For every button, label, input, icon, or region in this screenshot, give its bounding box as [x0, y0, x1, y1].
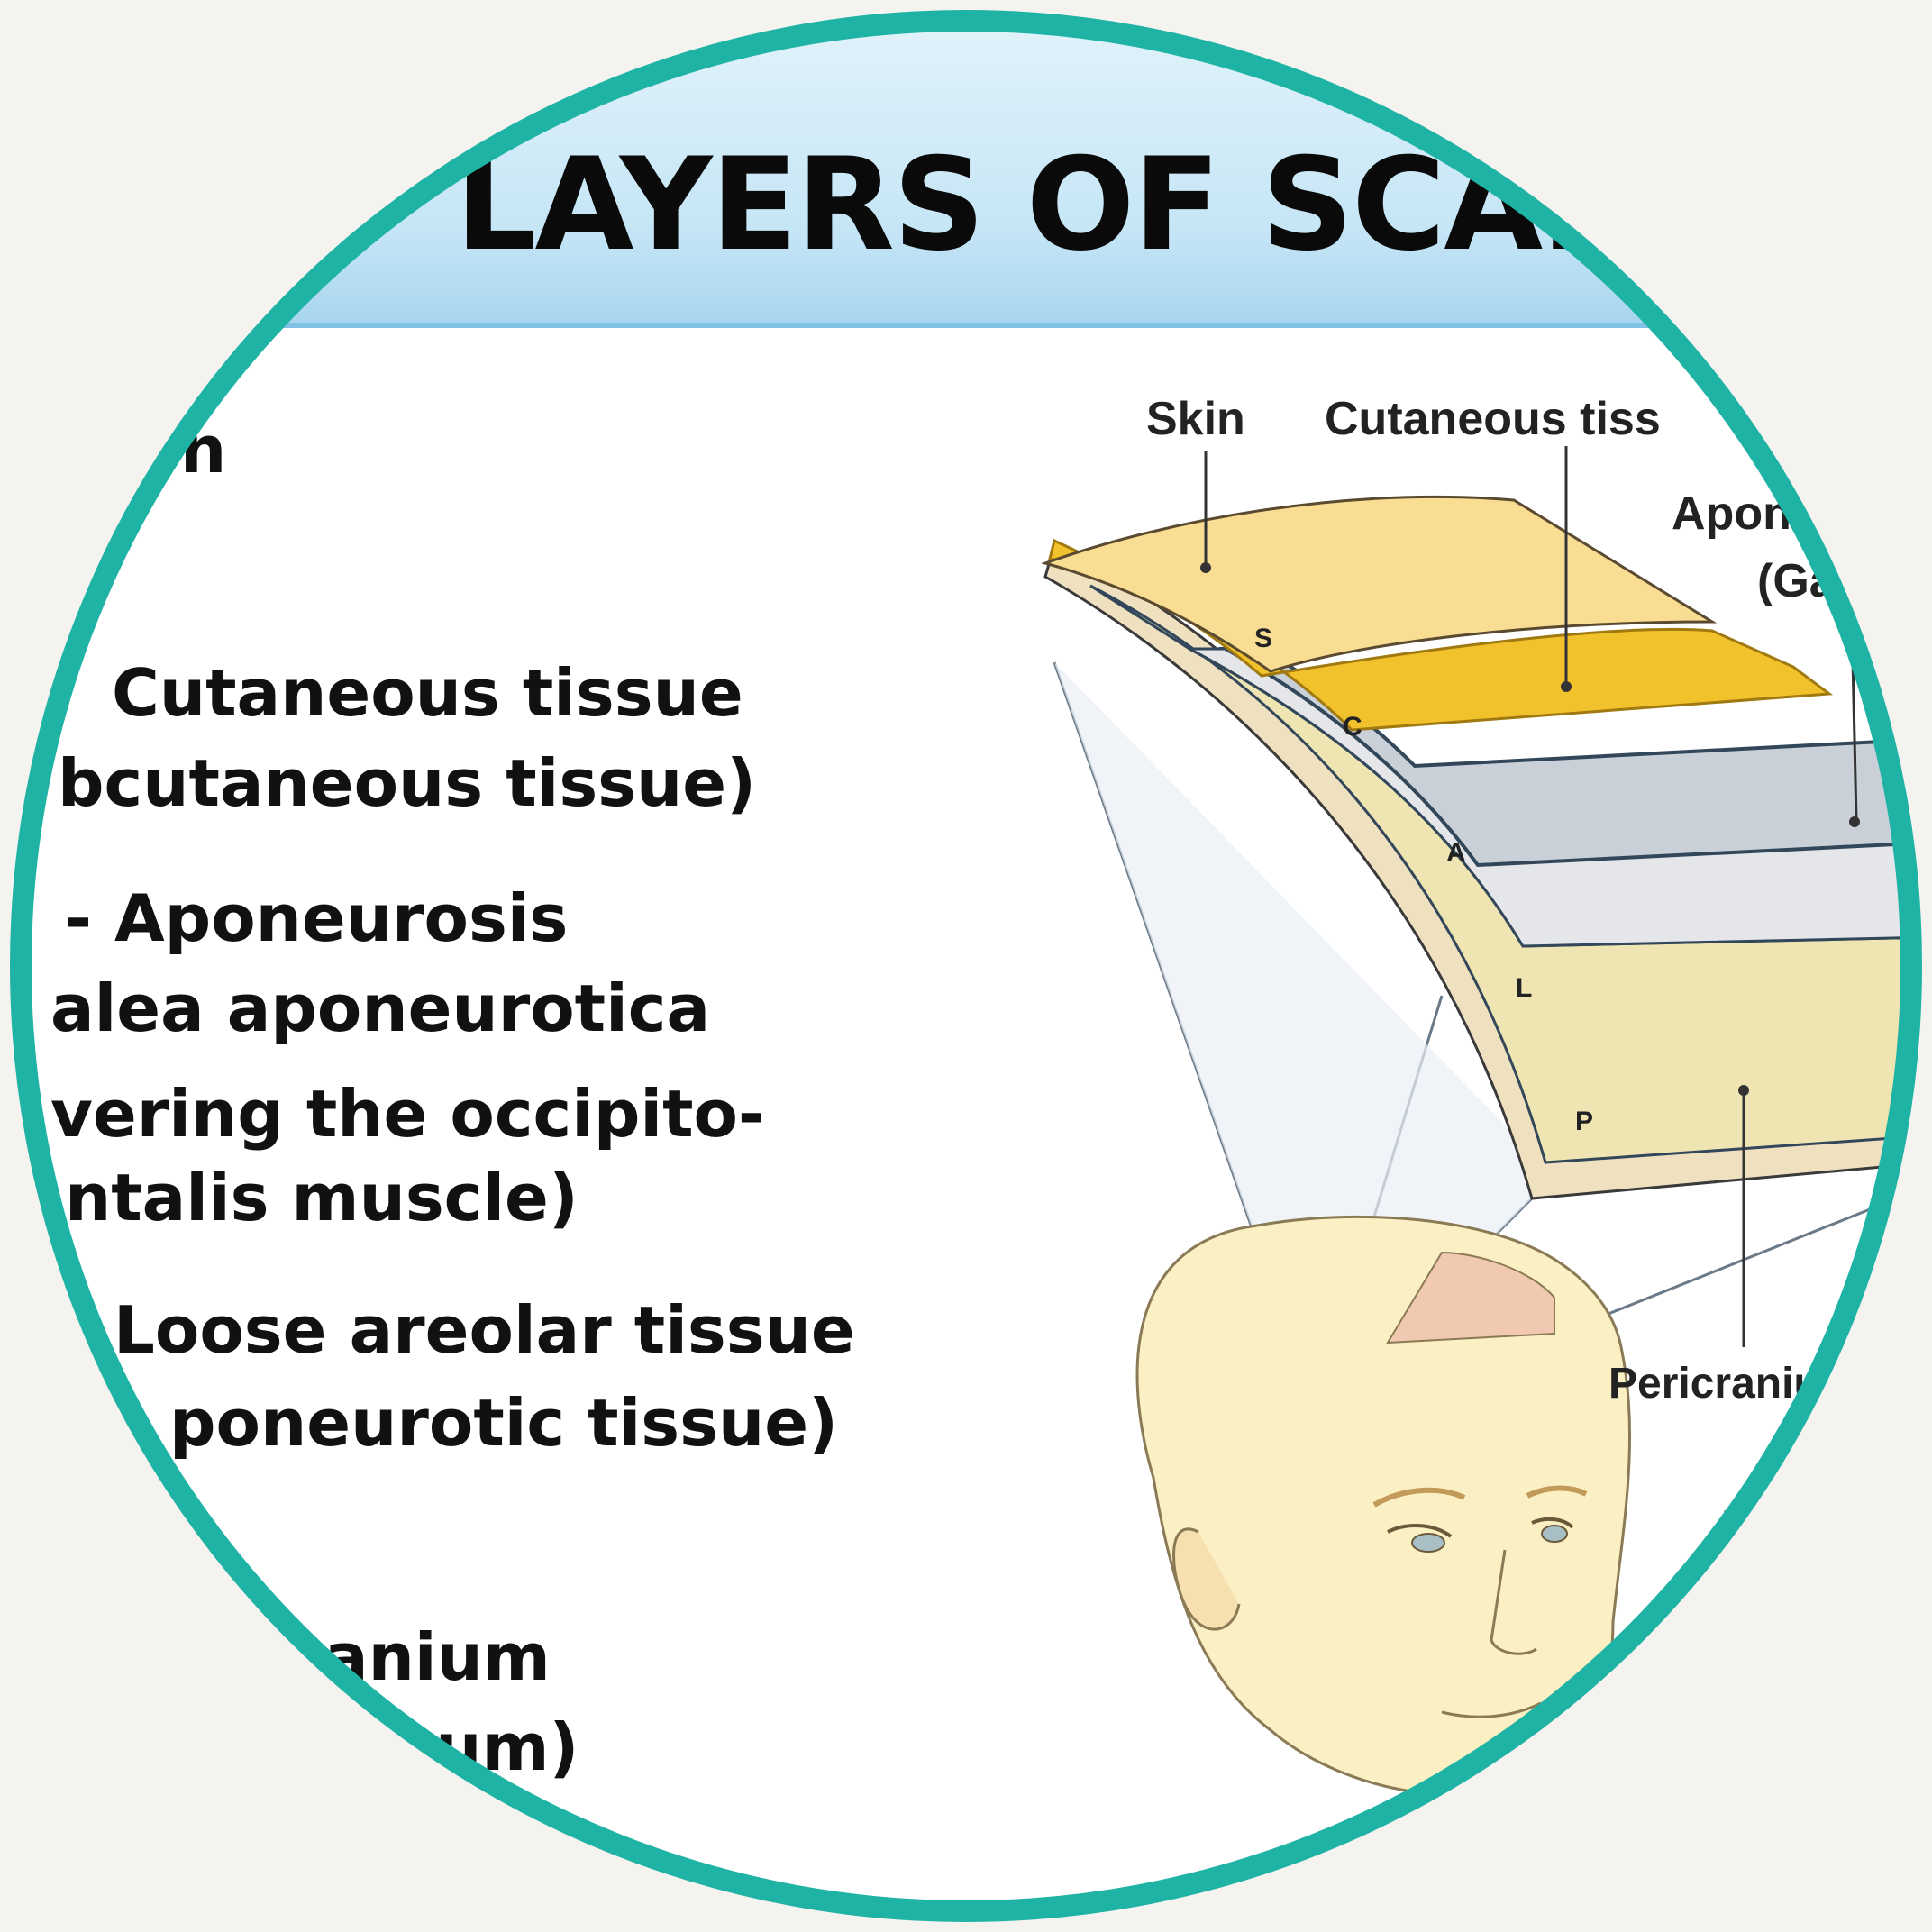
circle-frame: [0, 0, 1932, 1932]
scalp-slide: LAYERS OF SCAL n Cutaneous tissue bcutan…: [0, 0, 1932, 1932]
